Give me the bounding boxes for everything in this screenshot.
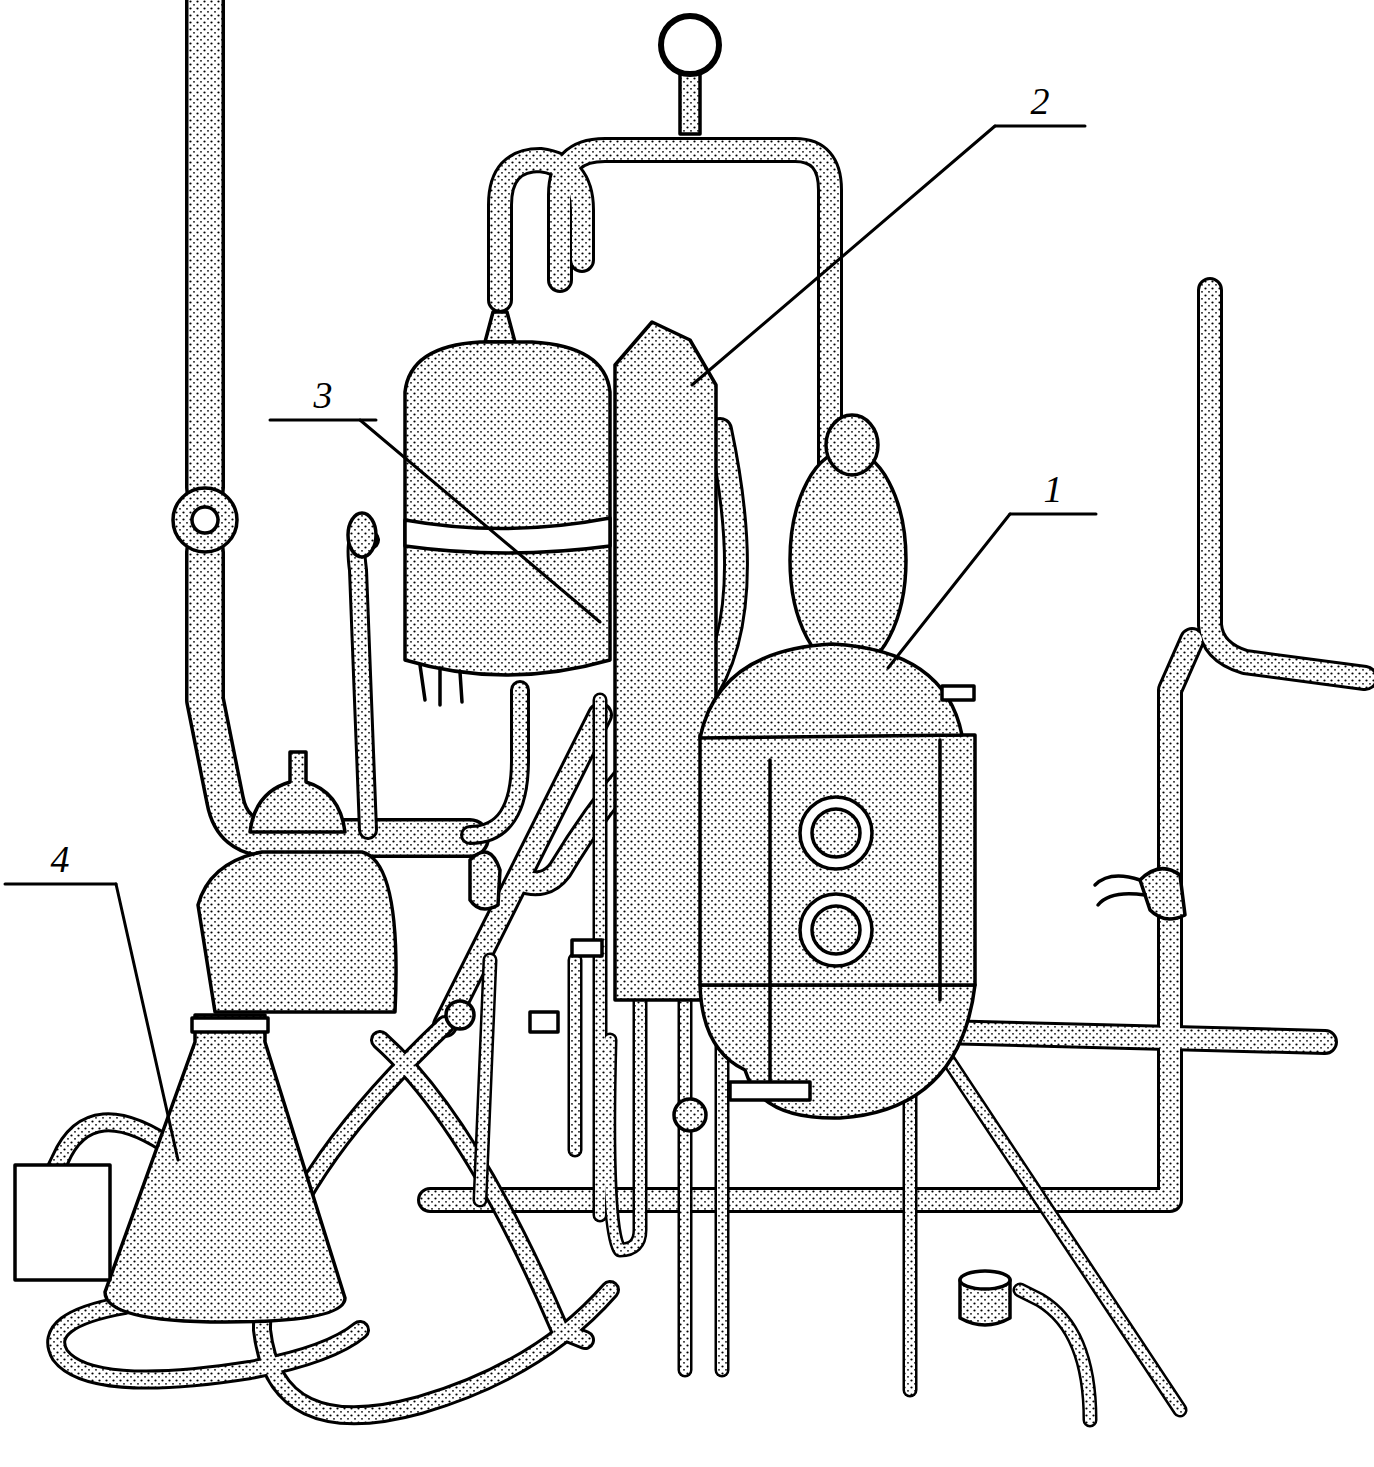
callout-number: 3: [310, 376, 337, 414]
callout-number: 1: [1040, 470, 1067, 508]
callout-number: 4: [47, 840, 74, 878]
callout-number: 2: [1027, 82, 1054, 120]
leader-lines: [5, 126, 1096, 1160]
